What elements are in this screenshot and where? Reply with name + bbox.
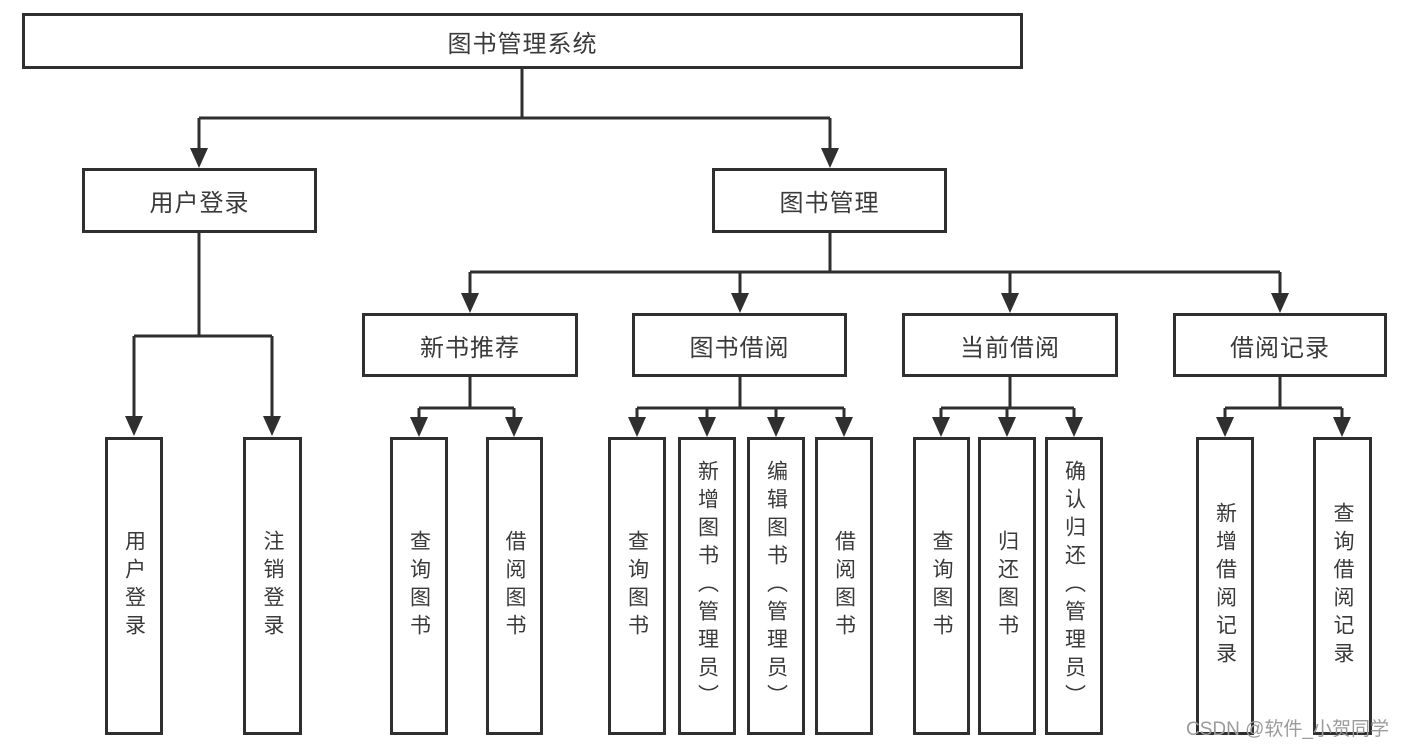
leaf-cb-return-books-label: 归还图书	[995, 530, 1019, 642]
leaf-bb-query-books-label: 查询图书	[625, 530, 649, 642]
node-book-borrowing-label: 图书借阅	[689, 334, 790, 362]
node-current-borrowing-label: 当前借阅	[960, 334, 1060, 362]
leaf-nbr-query-books-label: 查询图书	[407, 530, 431, 642]
leaf-bb-edit-books-admin: 编辑图书（管理员）	[747, 437, 805, 735]
leaf-cb-confirm-return-admin: 确认归还（管理员）	[1045, 437, 1103, 735]
leaf-nbr-borrow-books: 借阅图书	[486, 437, 543, 735]
leaf-bb-query-books: 查询图书	[608, 437, 666, 735]
leaf-logout-login-label: 注销登录	[261, 530, 284, 642]
node-book-management: 图书管理	[712, 168, 947, 233]
node-root-label: 图书管理系统	[447, 30, 598, 58]
leaf-bb-add-books-admin: 新增图书（管理员）	[678, 437, 736, 735]
leaf-nbr-query-books: 查询图书	[390, 437, 448, 735]
leaf-bb-add-books-admin-label: 新增图书（管理员）	[695, 460, 719, 712]
leaf-br-query-borrow-record-label: 查询借阅记录	[1331, 502, 1354, 670]
node-current-borrowing: 当前借阅	[902, 313, 1118, 377]
node-user-login: 用户登录	[82, 168, 317, 233]
leaf-cb-return-books: 归还图书	[978, 437, 1036, 735]
leaf-cb-query-books: 查询图书	[913, 437, 970, 735]
leaf-user-login-label: 用户登录	[122, 530, 146, 642]
leaf-nbr-borrow-books-label: 借阅图书	[503, 530, 526, 642]
leaf-cb-query-books-label: 查询图书	[930, 530, 953, 642]
node-root: 图书管理系统	[22, 13, 1023, 69]
node-borrowing-records-label: 借阅记录	[1230, 334, 1330, 362]
node-new-book-recommendation-label: 新书推荐	[420, 334, 520, 362]
leaf-user-login: 用户登录	[105, 437, 163, 735]
leaf-logout-login: 注销登录	[243, 437, 302, 735]
node-new-book-recommendation: 新书推荐	[362, 313, 578, 377]
leaf-br-add-borrow-record: 新增借阅记录	[1196, 437, 1254, 735]
node-book-management-label: 图书管理	[779, 190, 880, 217]
leaf-bb-borrow-books-label: 借阅图书	[832, 530, 856, 642]
node-book-borrowing: 图书借阅	[632, 313, 847, 377]
watermark: CSDN @软件_小贺同学	[1186, 719, 1389, 740]
node-user-login-label: 用户登录	[149, 190, 250, 217]
leaf-bb-edit-books-admin-label: 编辑图书（管理员）	[764, 460, 788, 712]
leaf-cb-confirm-return-admin-label: 确认归还（管理员）	[1062, 460, 1086, 712]
node-borrowing-records: 借阅记录	[1173, 313, 1387, 377]
leaf-bb-borrow-books: 借阅图书	[815, 437, 873, 735]
leaf-br-add-borrow-record-label: 新增借阅记录	[1213, 502, 1237, 670]
leaf-br-query-borrow-record: 查询借阅记录	[1313, 437, 1372, 735]
